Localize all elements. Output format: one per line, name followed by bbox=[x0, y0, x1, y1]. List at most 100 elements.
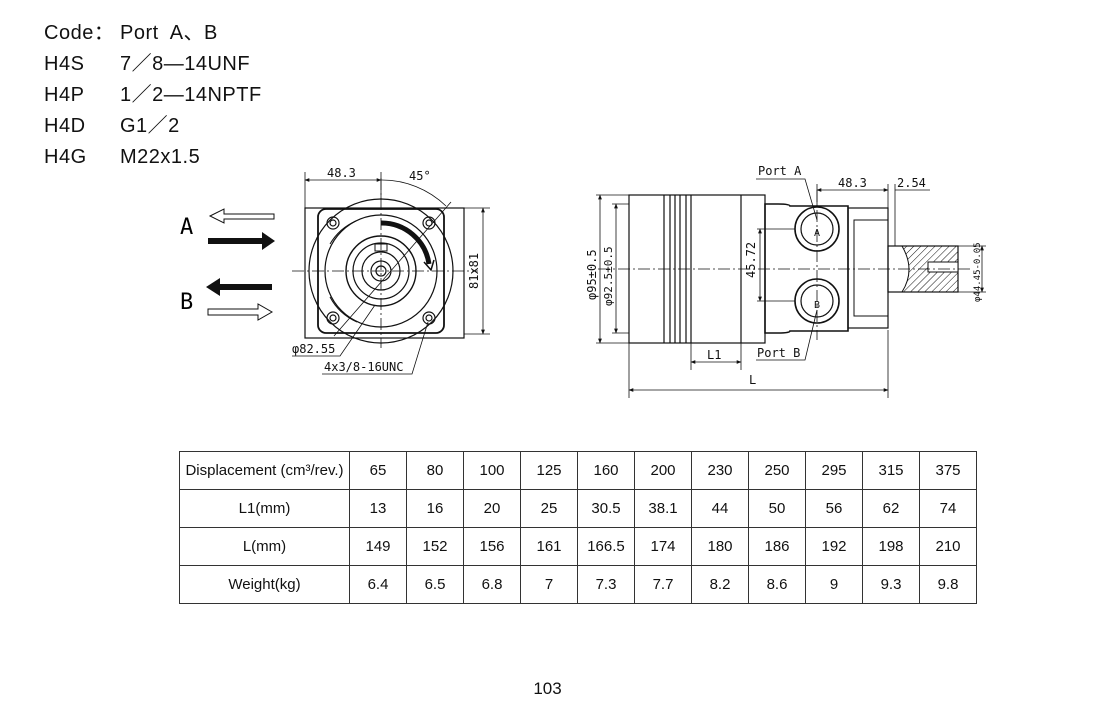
table-cell: 166.5 bbox=[577, 527, 635, 566]
table-cell: 315 bbox=[862, 451, 920, 490]
table-cell: 230 bbox=[691, 451, 749, 490]
flow-arrows: A B bbox=[180, 208, 275, 321]
l1-label: L1 bbox=[707, 348, 721, 362]
table-cell: 8.2 bbox=[691, 565, 749, 604]
table-cell: 25 bbox=[520, 489, 578, 528]
table-cell: 180 bbox=[691, 527, 749, 566]
l-label: L bbox=[749, 373, 756, 387]
table-cell: 375 bbox=[919, 451, 977, 490]
code-row: Code：Port A、B bbox=[44, 18, 262, 49]
code-key: H4S bbox=[44, 53, 85, 75]
table-cell: 161 bbox=[520, 527, 578, 566]
table-cell: 9.3 bbox=[862, 565, 920, 604]
table-cell: 9 bbox=[805, 565, 863, 604]
table-cell: 62 bbox=[862, 489, 920, 528]
technical-drawing: A B bbox=[180, 164, 986, 398]
table-cell: 7.3 bbox=[577, 565, 635, 604]
table-cell: 210 bbox=[919, 527, 977, 566]
code-key: Code： bbox=[44, 22, 115, 44]
table-cell: 192 bbox=[805, 527, 863, 566]
code-value: 1／2—14NPTF bbox=[120, 84, 262, 106]
table-cell: 152 bbox=[406, 527, 464, 566]
code-key: H4D bbox=[44, 115, 86, 137]
table-cell: 7.7 bbox=[634, 565, 692, 604]
table-cell: 7 bbox=[520, 565, 578, 604]
port-b-label: Port B bbox=[757, 346, 800, 360]
dim-d95-label: φ95±0.5 bbox=[585, 249, 599, 300]
port-letter-a: A bbox=[814, 228, 820, 239]
table-cell: 149 bbox=[349, 527, 407, 566]
table-cell: 250 bbox=[748, 451, 806, 490]
front-view-labels: 48.3 45° 81x81 φ82.55 4x3/8-16UNC bbox=[292, 166, 481, 374]
table-cell: 16 bbox=[406, 489, 464, 528]
dim-side-label: 81x81 bbox=[467, 253, 481, 289]
bolt-thread-label: 4x3/8-16UNC bbox=[324, 360, 403, 374]
arrow-right-solid-icon bbox=[208, 232, 275, 250]
table-cell: 156 bbox=[463, 527, 521, 566]
code-row: H4P 1／2—14NPTF bbox=[44, 80, 262, 111]
table-cell: 56 bbox=[805, 489, 863, 528]
table-cell: 80 bbox=[406, 451, 464, 490]
arrow-b-label: B bbox=[180, 290, 193, 315]
code-row: H4S 7／8—14UNF bbox=[44, 49, 262, 80]
code-row: H4D G1／2 bbox=[44, 111, 262, 142]
table-cell: 295 bbox=[805, 451, 863, 490]
code-key: H4P bbox=[44, 84, 85, 106]
table-cell: 8.6 bbox=[748, 565, 806, 604]
side-view-labels: Port A Port B 48.3 2.54 45.72 φ95±0.5 φ9… bbox=[585, 164, 983, 387]
table-cell: 38.1 bbox=[634, 489, 692, 528]
table-cell: 6.5 bbox=[406, 565, 464, 604]
pilot-diameter-label: φ82.55 bbox=[292, 342, 335, 356]
port-a-label: Port A bbox=[758, 164, 802, 178]
dim-45-72-label: 45.72 bbox=[744, 242, 758, 278]
dim-d92-5-label: φ92.5±0.5 bbox=[602, 246, 615, 306]
table-cell: 198 bbox=[862, 527, 920, 566]
table-cell: 74 bbox=[919, 489, 977, 528]
arrow-a-label: A bbox=[180, 215, 193, 240]
code-value: G1／2 bbox=[120, 115, 180, 137]
table-cell: 160 bbox=[577, 451, 635, 490]
table-cell: 30.5 bbox=[577, 489, 635, 528]
table-cell: 65 bbox=[349, 451, 407, 490]
table-cell: 100 bbox=[463, 451, 521, 490]
table-cell: 9.8 bbox=[919, 565, 977, 604]
table-cell: 13 bbox=[349, 489, 407, 528]
table-cell: 6.8 bbox=[463, 565, 521, 604]
table-cell: 6.4 bbox=[349, 565, 407, 604]
code-value: M22x1.5 bbox=[120, 146, 201, 168]
angle-label: 45° bbox=[409, 169, 431, 183]
dim-2-54-label: 2.54 bbox=[897, 176, 926, 190]
code-key: H4G bbox=[44, 146, 87, 168]
table-cell: 200 bbox=[634, 451, 692, 490]
arrow-left-outline-icon bbox=[208, 208, 275, 224]
port-letter-b: B bbox=[814, 300, 820, 311]
code-row: H4G M22x1.5 bbox=[44, 142, 262, 173]
page-number: 103 bbox=[533, 679, 562, 698]
front-view bbox=[292, 172, 490, 375]
side-view bbox=[596, 178, 986, 398]
table-cell: 50 bbox=[748, 489, 806, 528]
shaft-diameter-label: φ44.45-0.05 bbox=[973, 242, 983, 302]
port-code-list: Code：Port A、B H4S 7／8—14UNF H4P 1／2—14NPTF… bbox=[44, 18, 262, 173]
table-cell: 20 bbox=[463, 489, 521, 528]
row-label: L1(mm) bbox=[179, 489, 350, 528]
arrow-left-solid-icon bbox=[206, 278, 272, 296]
table-cell: 44 bbox=[691, 489, 749, 528]
table-cell: 125 bbox=[520, 451, 578, 490]
row-label: L(mm) bbox=[179, 527, 350, 566]
arrow-right-outline-icon bbox=[207, 303, 274, 321]
table-cell: 186 bbox=[748, 527, 806, 566]
dim-top-label: 48.3 bbox=[327, 166, 356, 180]
dim-48-3-label: 48.3 bbox=[838, 176, 867, 190]
row-label: Weight(kg) bbox=[179, 565, 350, 604]
table-cell: 174 bbox=[634, 527, 692, 566]
row-label: Displacement (cm³/rev.) bbox=[179, 451, 350, 490]
code-value: Port A、B bbox=[120, 22, 218, 44]
code-value: 7／8—14UNF bbox=[120, 53, 251, 75]
